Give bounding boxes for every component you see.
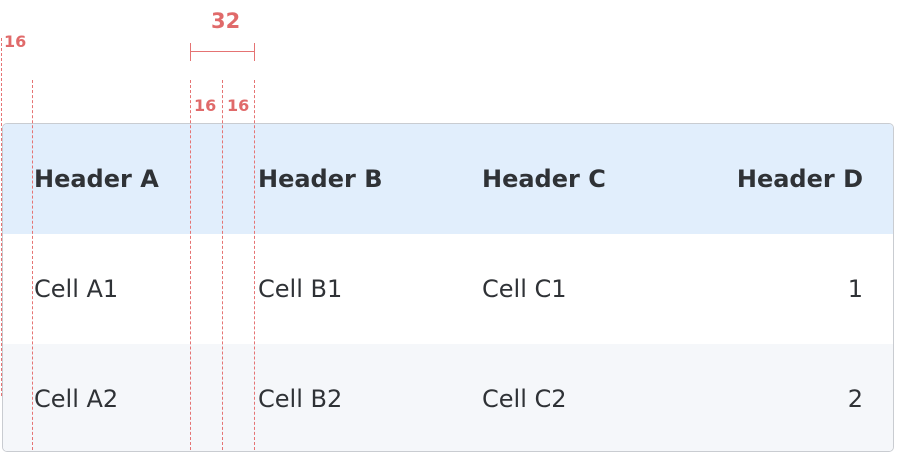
cell-a2: Cell A2: [34, 384, 119, 413]
guide-line-col-b-start: [254, 80, 255, 450]
cell-b2: Cell B2: [258, 384, 343, 413]
guide-line-col-a-start: [32, 80, 33, 450]
gap-bracket-right-tick: [254, 43, 255, 61]
cell-c1: Cell C1: [482, 275, 567, 303]
table-row: Cell A2 Cell B2 Cell C2 2: [3, 344, 893, 451]
cell-d1: 1: [847, 275, 863, 303]
cell-c2: Cell C2: [482, 384, 567, 413]
guide-line-outer-edge: [1, 38, 2, 396]
data-table: Header A Header B Header C Header D Cell…: [2, 123, 894, 452]
gap-left-label: 16: [194, 96, 217, 115]
header-a: Header A: [34, 165, 159, 193]
guide-line-gap-mid: [222, 80, 223, 450]
guide-line-col-a-end: [190, 80, 191, 450]
gap-bracket-line: [190, 51, 255, 52]
gap-right-label: 16: [227, 96, 250, 115]
header-b: Header B: [258, 165, 383, 193]
gap-total-label: 32: [211, 9, 241, 33]
cell-a1: Cell A1: [34, 275, 119, 303]
cell-b1: Cell B1: [258, 275, 343, 303]
cell-d2: 2: [847, 384, 863, 413]
gap-bracket-left-tick: [190, 43, 191, 61]
table-row: Cell A1 Cell B1 Cell C1 1: [3, 234, 893, 344]
header-d: Header D: [736, 165, 863, 193]
table-header-row: Header A Header B Header C Header D: [3, 124, 893, 234]
header-c: Header C: [482, 165, 606, 193]
outer-padding-label: 16: [4, 32, 27, 51]
